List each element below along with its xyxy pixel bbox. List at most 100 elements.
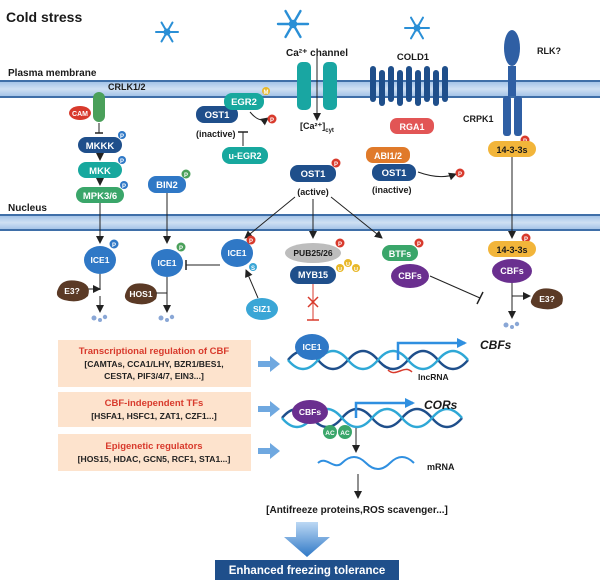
rlk-label: RLK? bbox=[537, 46, 561, 56]
svg-text:P: P bbox=[334, 162, 338, 168]
regulation-box-tfs-title: CBF-independent TFs bbox=[105, 398, 204, 409]
cold1-protein bbox=[370, 66, 448, 106]
lncrna-strand bbox=[387, 368, 413, 374]
ost1-inactive-state: (inactive) bbox=[196, 129, 236, 139]
svg-text:OST1: OST1 bbox=[382, 168, 408, 179]
svg-text:AC: AC bbox=[340, 430, 350, 437]
snowflake-icon bbox=[155, 21, 179, 43]
crlk-label: CRLK1/2 bbox=[108, 82, 146, 92]
abi-node bbox=[366, 147, 410, 163]
svg-text:MPK3/6: MPK3/6 bbox=[83, 191, 117, 202]
ca-cyt-label: [Ca²⁺]cyt bbox=[300, 121, 334, 134]
mpk-node bbox=[76, 187, 124, 203]
cbfs-node bbox=[391, 264, 429, 288]
svg-text:U: U bbox=[346, 262, 350, 268]
ice1-node bbox=[84, 246, 116, 274]
svg-text:CBFs: CBFs bbox=[398, 271, 422, 281]
svg-text:PUB25/26: PUB25/26 bbox=[293, 248, 332, 258]
ac-mark bbox=[323, 425, 337, 439]
degraded-fragment-icon bbox=[503, 321, 520, 329]
svg-text:M: M bbox=[264, 90, 269, 96]
ac-mark bbox=[338, 425, 352, 439]
degraded-fragment-icon bbox=[91, 314, 108, 322]
plasma-membrane-label: Plasma membrane bbox=[8, 68, 97, 79]
ice1-node-dna bbox=[295, 334, 329, 360]
bin2-node bbox=[148, 176, 186, 193]
svg-text:HOS1: HOS1 bbox=[129, 289, 152, 299]
svg-text:U: U bbox=[338, 267, 342, 273]
nucleus-label: Nucleus bbox=[8, 203, 47, 214]
egr2-node bbox=[224, 93, 264, 110]
svg-text:P: P bbox=[417, 242, 421, 248]
grf-node-cytosol bbox=[488, 141, 536, 157]
svg-text:RGA1: RGA1 bbox=[399, 122, 424, 132]
rga1-node bbox=[390, 118, 434, 134]
cam-node bbox=[69, 106, 91, 120]
ost1-inactive-state-2: (inactive) bbox=[372, 185, 412, 195]
svg-text:S: S bbox=[251, 266, 255, 272]
ost1-active-node bbox=[290, 165, 336, 182]
svg-text:P: P bbox=[120, 159, 124, 165]
mrna-label: mRNA bbox=[427, 462, 455, 472]
cbfs-node-nucleus bbox=[492, 259, 532, 283]
svg-text:MYB15: MYB15 bbox=[298, 270, 328, 280]
svg-text:E3?: E3? bbox=[64, 286, 80, 296]
cbfs-gene-label: CBFs bbox=[480, 338, 512, 352]
crpk1-label: CRPK1 bbox=[463, 114, 494, 124]
grf-node-nucleus bbox=[488, 241, 536, 257]
outcome-banner bbox=[215, 560, 399, 580]
nuclear-membrane bbox=[0, 215, 600, 230]
snowflake-icon bbox=[404, 16, 430, 40]
svg-text:ABI1/2: ABI1/2 bbox=[374, 151, 402, 161]
cors-gene-label: CORs bbox=[424, 398, 458, 412]
mrna-strand bbox=[317, 456, 415, 470]
rlk-receptor bbox=[504, 30, 520, 66]
ost1-active-state: (active) bbox=[297, 187, 329, 197]
svg-text:ICE1: ICE1 bbox=[228, 248, 247, 258]
ost1-inactive-node bbox=[196, 106, 238, 123]
regulation-box-tfs bbox=[58, 392, 251, 427]
products-label: [Antifreeze proteins,ROS scavenger...] bbox=[266, 505, 448, 516]
mkkk-node bbox=[78, 137, 122, 153]
svg-text:EGR2: EGR2 bbox=[231, 97, 257, 108]
svg-text:P: P bbox=[270, 118, 274, 124]
svg-text:P: P bbox=[122, 184, 126, 190]
regulation-box-cbf-line1: [CAMTAs, CCA1/LHY, BZR1/BES1, bbox=[84, 359, 223, 369]
svg-text:E3?: E3? bbox=[539, 294, 555, 304]
svg-text:P: P bbox=[458, 172, 462, 178]
svg-text:MKKK: MKKK bbox=[86, 141, 115, 152]
svg-text:AC: AC bbox=[325, 430, 335, 437]
svg-text:P: P bbox=[184, 173, 188, 179]
dna-strand-cbf bbox=[287, 349, 469, 371]
svg-text:P: P bbox=[524, 237, 528, 243]
svg-text:ICE1: ICE1 bbox=[158, 258, 177, 268]
regulation-box-epigenetic bbox=[58, 434, 251, 471]
u-egr2-node bbox=[222, 147, 268, 164]
outcome-text: Enhanced freezing tolerance bbox=[229, 565, 386, 577]
cbfs-node-dna bbox=[292, 400, 328, 424]
regulation-box-epigenetic-line1: [HOS15, HDAC, GCN5, RCF1, STA1...] bbox=[78, 454, 231, 464]
svg-text:ICE1: ICE1 bbox=[91, 255, 110, 265]
svg-text:OST1: OST1 bbox=[301, 169, 327, 180]
svg-text:BTFs: BTFs bbox=[389, 249, 412, 259]
svg-text:CBFs: CBFs bbox=[299, 407, 321, 417]
outcome-arrow bbox=[284, 522, 330, 557]
myb15-node bbox=[290, 266, 336, 284]
siz1-node bbox=[246, 298, 278, 320]
snowflake-icon bbox=[276, 9, 310, 39]
lncrna-label: lncRNA bbox=[418, 372, 449, 382]
svg-text:OST1: OST1 bbox=[205, 110, 231, 121]
ca-channel bbox=[297, 62, 311, 110]
svg-text:P: P bbox=[179, 246, 183, 252]
ice1-node-ost1 bbox=[221, 239, 253, 267]
svg-text:P: P bbox=[120, 134, 124, 140]
svg-text:BIN2: BIN2 bbox=[156, 180, 178, 191]
svg-text:P: P bbox=[112, 243, 116, 249]
svg-text:U: U bbox=[354, 267, 358, 273]
svg-text:MKK: MKK bbox=[89, 166, 111, 177]
regulation-box-cbf bbox=[58, 340, 251, 387]
diagram-title: Cold stress bbox=[6, 9, 82, 25]
box-arrow bbox=[258, 356, 280, 459]
regulation-box-cbf-title: Transcriptional regulation of CBF bbox=[79, 346, 230, 357]
